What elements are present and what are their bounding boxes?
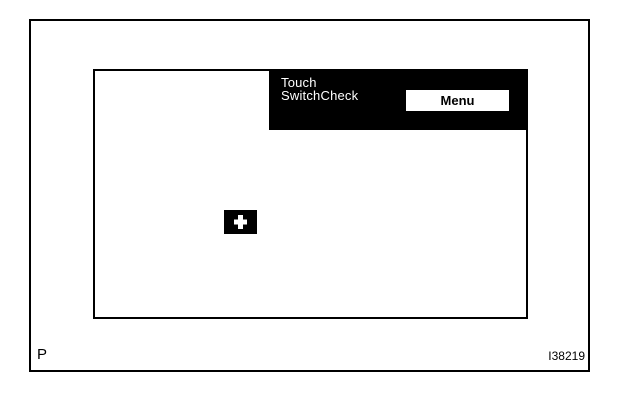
corner-label: P: [37, 346, 48, 363]
menu-button[interactable]: Menu: [406, 90, 509, 111]
figure-id-label: I38219: [548, 349, 585, 363]
screen-title-line-2: SwitchCheck: [281, 88, 359, 103]
screen-title: Touch SwitchCheck: [281, 76, 358, 102]
screen-title-line-1: Touch: [281, 75, 317, 90]
plus-crosshair-icon: [234, 215, 247, 229]
screen-header: Touch SwitchCheck Menu: [269, 70, 528, 130]
touch-target-button[interactable]: [224, 210, 257, 234]
display-screen: Touch SwitchCheck Menu: [93, 69, 528, 319]
